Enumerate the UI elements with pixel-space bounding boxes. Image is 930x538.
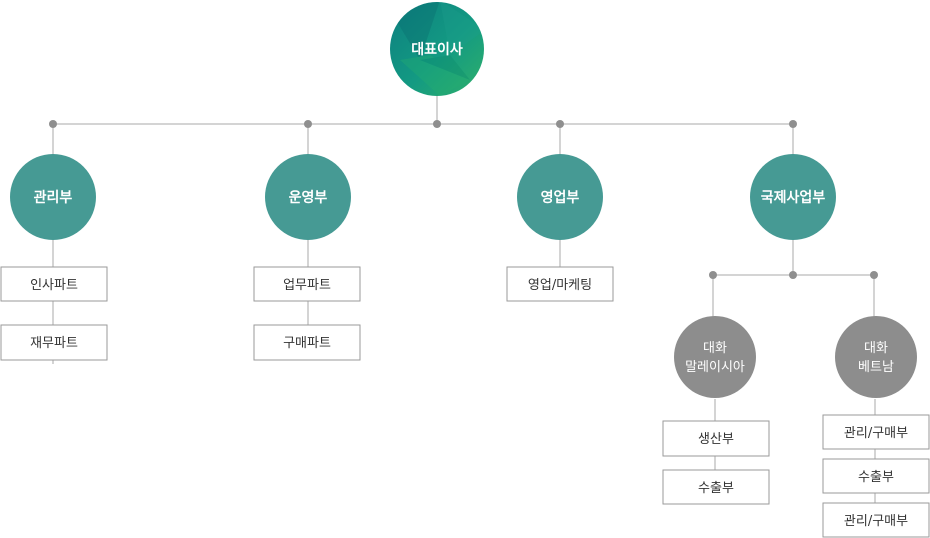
team-box: 인사파트 xyxy=(0,266,108,302)
connector-dots xyxy=(49,120,878,279)
team-label: 수출부 xyxy=(698,481,734,496)
team-box: 영업/마케팅 xyxy=(506,266,614,302)
team-box: 관리/구매부 xyxy=(822,414,930,450)
team-label: 재무파트 xyxy=(30,336,78,351)
team-label: 관리/구매부 xyxy=(844,514,908,529)
team-label: 관리/구매부 xyxy=(844,426,908,441)
department-label: 영업부 xyxy=(541,189,580,206)
department-label: 운영부 xyxy=(289,189,328,206)
team-label: 영업/마케팅 xyxy=(528,278,592,293)
team-label: 구매파트 xyxy=(283,336,331,351)
subsidiary-vietnam: 대화 베트남 xyxy=(835,316,917,398)
ceo-node: 대표이사 xyxy=(390,2,484,96)
subsidiary-label-line1: 대화 xyxy=(703,341,727,356)
subsidiary-label-line1: 대화 xyxy=(864,341,888,356)
department-admin: 관리부 xyxy=(10,154,96,240)
subsidiary-malaysia: 대화 말레이시아 xyxy=(674,316,756,398)
team-label: 생산부 xyxy=(698,432,734,447)
subsidiary-label-line2: 베트남 xyxy=(858,360,894,375)
department-label: 국제사업부 xyxy=(761,190,826,206)
ceo-label: 대표이사 xyxy=(411,41,463,58)
department-sales: 영업부 xyxy=(517,154,603,240)
team-box: 수출부 xyxy=(822,458,930,494)
department-label: 관리부 xyxy=(34,189,73,206)
team-box: 구매파트 xyxy=(253,324,361,361)
team-label: 수출부 xyxy=(858,470,894,485)
team-box: 생산부 xyxy=(662,420,770,457)
team-box: 업무파트 xyxy=(253,266,361,302)
department-international: 국제사업부 xyxy=(750,154,836,240)
department-operations: 운영부 xyxy=(265,154,351,240)
team-label: 인사파트 xyxy=(30,278,78,293)
team-box: 관리/구매부 xyxy=(822,502,930,538)
team-box: 재무파트 xyxy=(0,324,108,361)
team-label: 업무파트 xyxy=(283,278,331,293)
subsidiary-label-line2: 말레이시아 xyxy=(685,360,745,375)
team-box: 수출부 xyxy=(662,469,770,505)
